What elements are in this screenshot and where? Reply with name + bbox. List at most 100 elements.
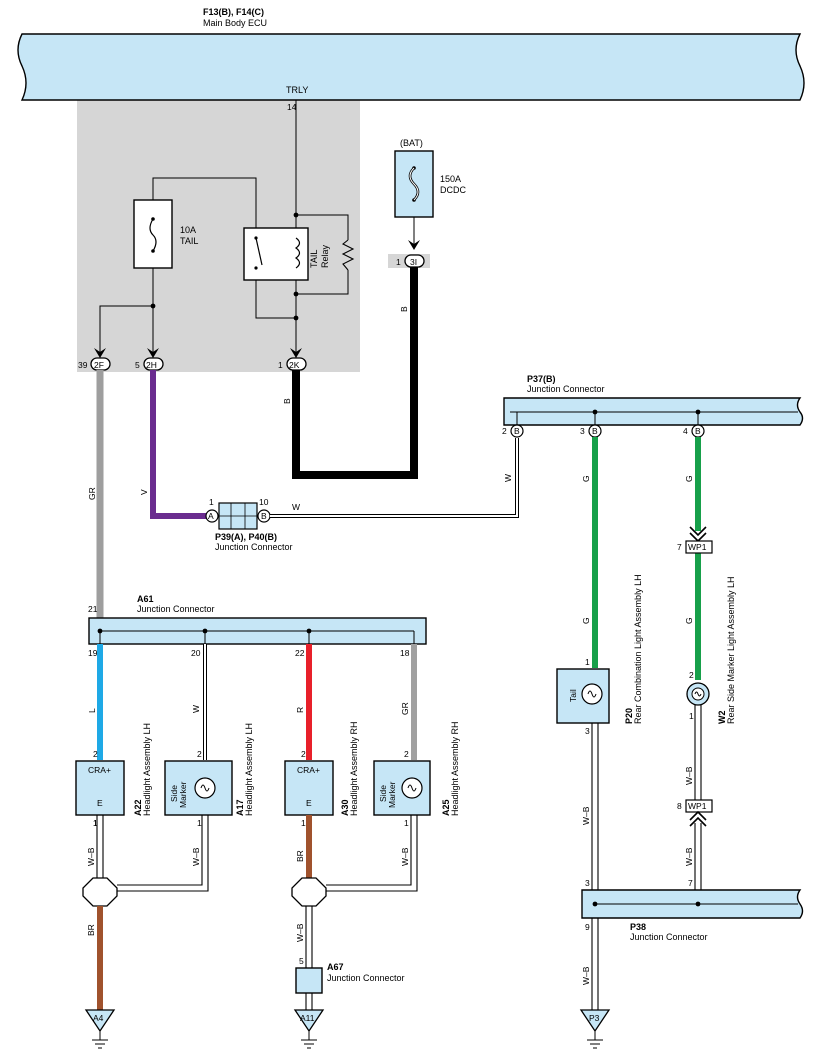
ecu-output-arrows [94, 348, 302, 358]
svg-text:A4: A4 [93, 1013, 104, 1023]
wb-wires [96, 705, 702, 1010]
svg-text:1: 1 [404, 818, 409, 828]
p39-pin-b: B [261, 511, 267, 521]
wire-b-label-1: B [399, 306, 409, 312]
a61-name: Junction Connector [137, 604, 215, 614]
wire-w-label-1: W [292, 502, 300, 512]
svg-text:7: 7 [677, 542, 682, 552]
svg-text:2: 2 [502, 426, 507, 436]
svg-text:CRA+: CRA+ [297, 765, 320, 775]
a67-code: A67 [327, 962, 344, 972]
wire-w-label-3: W [191, 705, 201, 713]
wire-v [150, 370, 206, 519]
ecu-internal-area [77, 100, 360, 372]
a25-code: A25 [441, 799, 451, 816]
svg-text:1: 1 [278, 360, 283, 370]
p20-code: P20 [624, 708, 634, 724]
a61-in-pin: 21 [88, 604, 98, 614]
p37-code: P37(B) [527, 374, 556, 384]
wire-w-p39-p37 [270, 438, 519, 518]
svg-text:WP1: WP1 [688, 542, 707, 552]
relay-name-2: Relay [320, 244, 330, 268]
wire-wb-label-5: W–B [581, 806, 591, 825]
a17-code: A17 [235, 799, 245, 816]
p38-in-left: 3 [585, 878, 590, 888]
tail-relay [243, 227, 355, 281]
wire-wb-label-2: W–B [191, 847, 201, 866]
w2-rear-side-marker-lh: 2 1 [686, 670, 710, 721]
fuse-10a-tail [133, 199, 173, 269]
bat-label: (BAT) [400, 138, 423, 148]
a61-code: A61 [137, 594, 154, 604]
a17-side-marker-lh: Side Marker 2 1 [164, 749, 233, 828]
wire-v-label: V [139, 489, 149, 495]
svg-text:1: 1 [197, 818, 202, 828]
a67-name: Junction Connector [327, 973, 405, 983]
a25-name: Headlight Assembly RH [450, 721, 460, 816]
wp1-top-splice: WP1 7 [677, 526, 713, 554]
svg-text:4: 4 [683, 426, 688, 436]
p37-name: Junction Connector [527, 384, 605, 394]
ecu-terminal-label: TRLY [286, 85, 308, 95]
bat-connector-3i: 3I 1 [396, 254, 425, 268]
a67-pin: 5 [299, 956, 304, 966]
svg-text:CRA+: CRA+ [88, 765, 111, 775]
w2-name: Rear Side Marker Light Assembly LH [726, 576, 736, 724]
p39-name: Junction Connector [215, 542, 293, 552]
ground-a11: A11 [293, 1009, 325, 1049]
w2-code: W2 [717, 711, 727, 725]
a22-gnd-pin: 1 [93, 818, 98, 828]
wire-br-label-1: BR [295, 850, 305, 862]
wire-g-label-3: G [581, 617, 591, 624]
wire-wb-label-6: W–B [581, 966, 591, 985]
fuse-tail-amp: 10A [180, 225, 196, 235]
svg-text:2: 2 [93, 749, 98, 759]
svg-text:A11: A11 [300, 1013, 315, 1023]
wire-wb-label-7: W–B [684, 766, 694, 785]
p38-in-right: 7 [688, 878, 693, 888]
bat-amp: 150A [440, 174, 461, 184]
svg-text:39: 39 [78, 360, 88, 370]
a61-junction-connector [88, 617, 427, 645]
a67-junction-connector [295, 967, 323, 994]
a61-pin-19: 19 [88, 648, 98, 658]
p39-pin-a-num: 1 [209, 497, 214, 507]
fuse-150a-dcdc [394, 150, 434, 250]
p38-code: P38 [630, 922, 646, 932]
svg-text:2K: 2K [289, 360, 300, 370]
splice-lh [82, 877, 118, 907]
ecu-output-2f: 2F 39 [78, 357, 111, 371]
a30-code: A30 [340, 799, 350, 816]
a25-side-marker-rh: Side Marker 2 1 [373, 749, 431, 828]
wire-wb-label-8: W–B [684, 847, 694, 866]
svg-text:1: 1 [93, 818, 98, 828]
wire-r-label: R [295, 707, 305, 713]
a22-code: A22 [133, 799, 143, 816]
svg-text:B: B [695, 426, 701, 436]
wire-b-bat [292, 267, 418, 479]
p39-junction-connector [205, 502, 271, 530]
p38-name: Junction Connector [630, 932, 708, 942]
svg-text:3I: 3I [410, 257, 417, 267]
wire-wb-label-4: W–B [295, 923, 305, 942]
a30-name: Headlight Assembly RH [349, 721, 359, 816]
a17-name: Headlight Assembly LH [244, 723, 254, 816]
ecu-terminal-pin: 14 [287, 102, 297, 112]
wire-gr-label: GR [87, 487, 97, 500]
wire-g-label-1: G [581, 475, 591, 482]
wire-l-label: L [87, 708, 97, 713]
svg-text:E: E [97, 798, 103, 808]
ecu-output-2h: 2H 5 [135, 357, 164, 371]
svg-text:P3: P3 [589, 1013, 600, 1023]
wire-wb-label-3: W–B [400, 847, 410, 866]
svg-text:3: 3 [580, 426, 585, 436]
splice-rh [291, 877, 327, 907]
ecu-name: Main Body ECU [203, 18, 267, 28]
ground-p3: P3 [579, 1009, 611, 1049]
a61-pin-18: 18 [400, 648, 410, 658]
ecu-code: F13(B), F14(C) [203, 7, 264, 17]
p38-junction-connector [581, 889, 804, 919]
bat-name: DCDC [440, 185, 466, 195]
wire-b-label-2: B [282, 398, 292, 404]
